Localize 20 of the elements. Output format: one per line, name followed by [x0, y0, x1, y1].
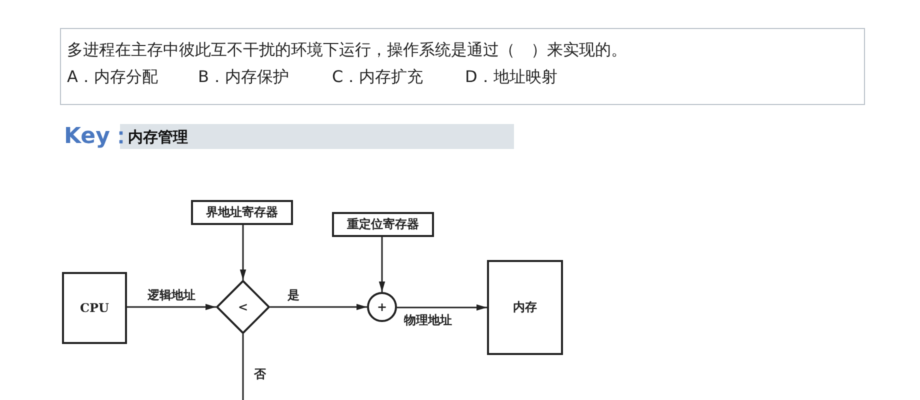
- answer-option: A．内存分配: [67, 67, 158, 88]
- process-box: 重定位寄存器: [332, 212, 434, 237]
- arrow: [378, 237, 386, 292]
- edge-label: 物理地址: [403, 312, 453, 328]
- arrow: [397, 304, 487, 311]
- answer-option: B．内存保护: [198, 67, 289, 88]
- edge-label: 逻辑地址: [146, 287, 196, 304]
- answer-option: D．地址映射: [465, 67, 558, 88]
- decision-diamond: <: [216, 280, 270, 334]
- answer-option: C．内存扩充: [332, 67, 424, 88]
- edge-label: 否: [253, 366, 267, 383]
- arrow: [240, 225, 246, 280]
- arrow: [270, 304, 367, 310]
- adder-circle: +: [367, 292, 397, 322]
- process-box: 界地址寄存器: [191, 200, 293, 225]
- process-box: CPU: [62, 272, 127, 344]
- process-box: 内存: [487, 260, 563, 355]
- arrow: [127, 304, 216, 310]
- edge-label: 是: [286, 287, 300, 304]
- question-text: 多进程在主存中彼此互不干扰的环境下运行，操作系统是通过（ ）来实现的。: [67, 40, 627, 61]
